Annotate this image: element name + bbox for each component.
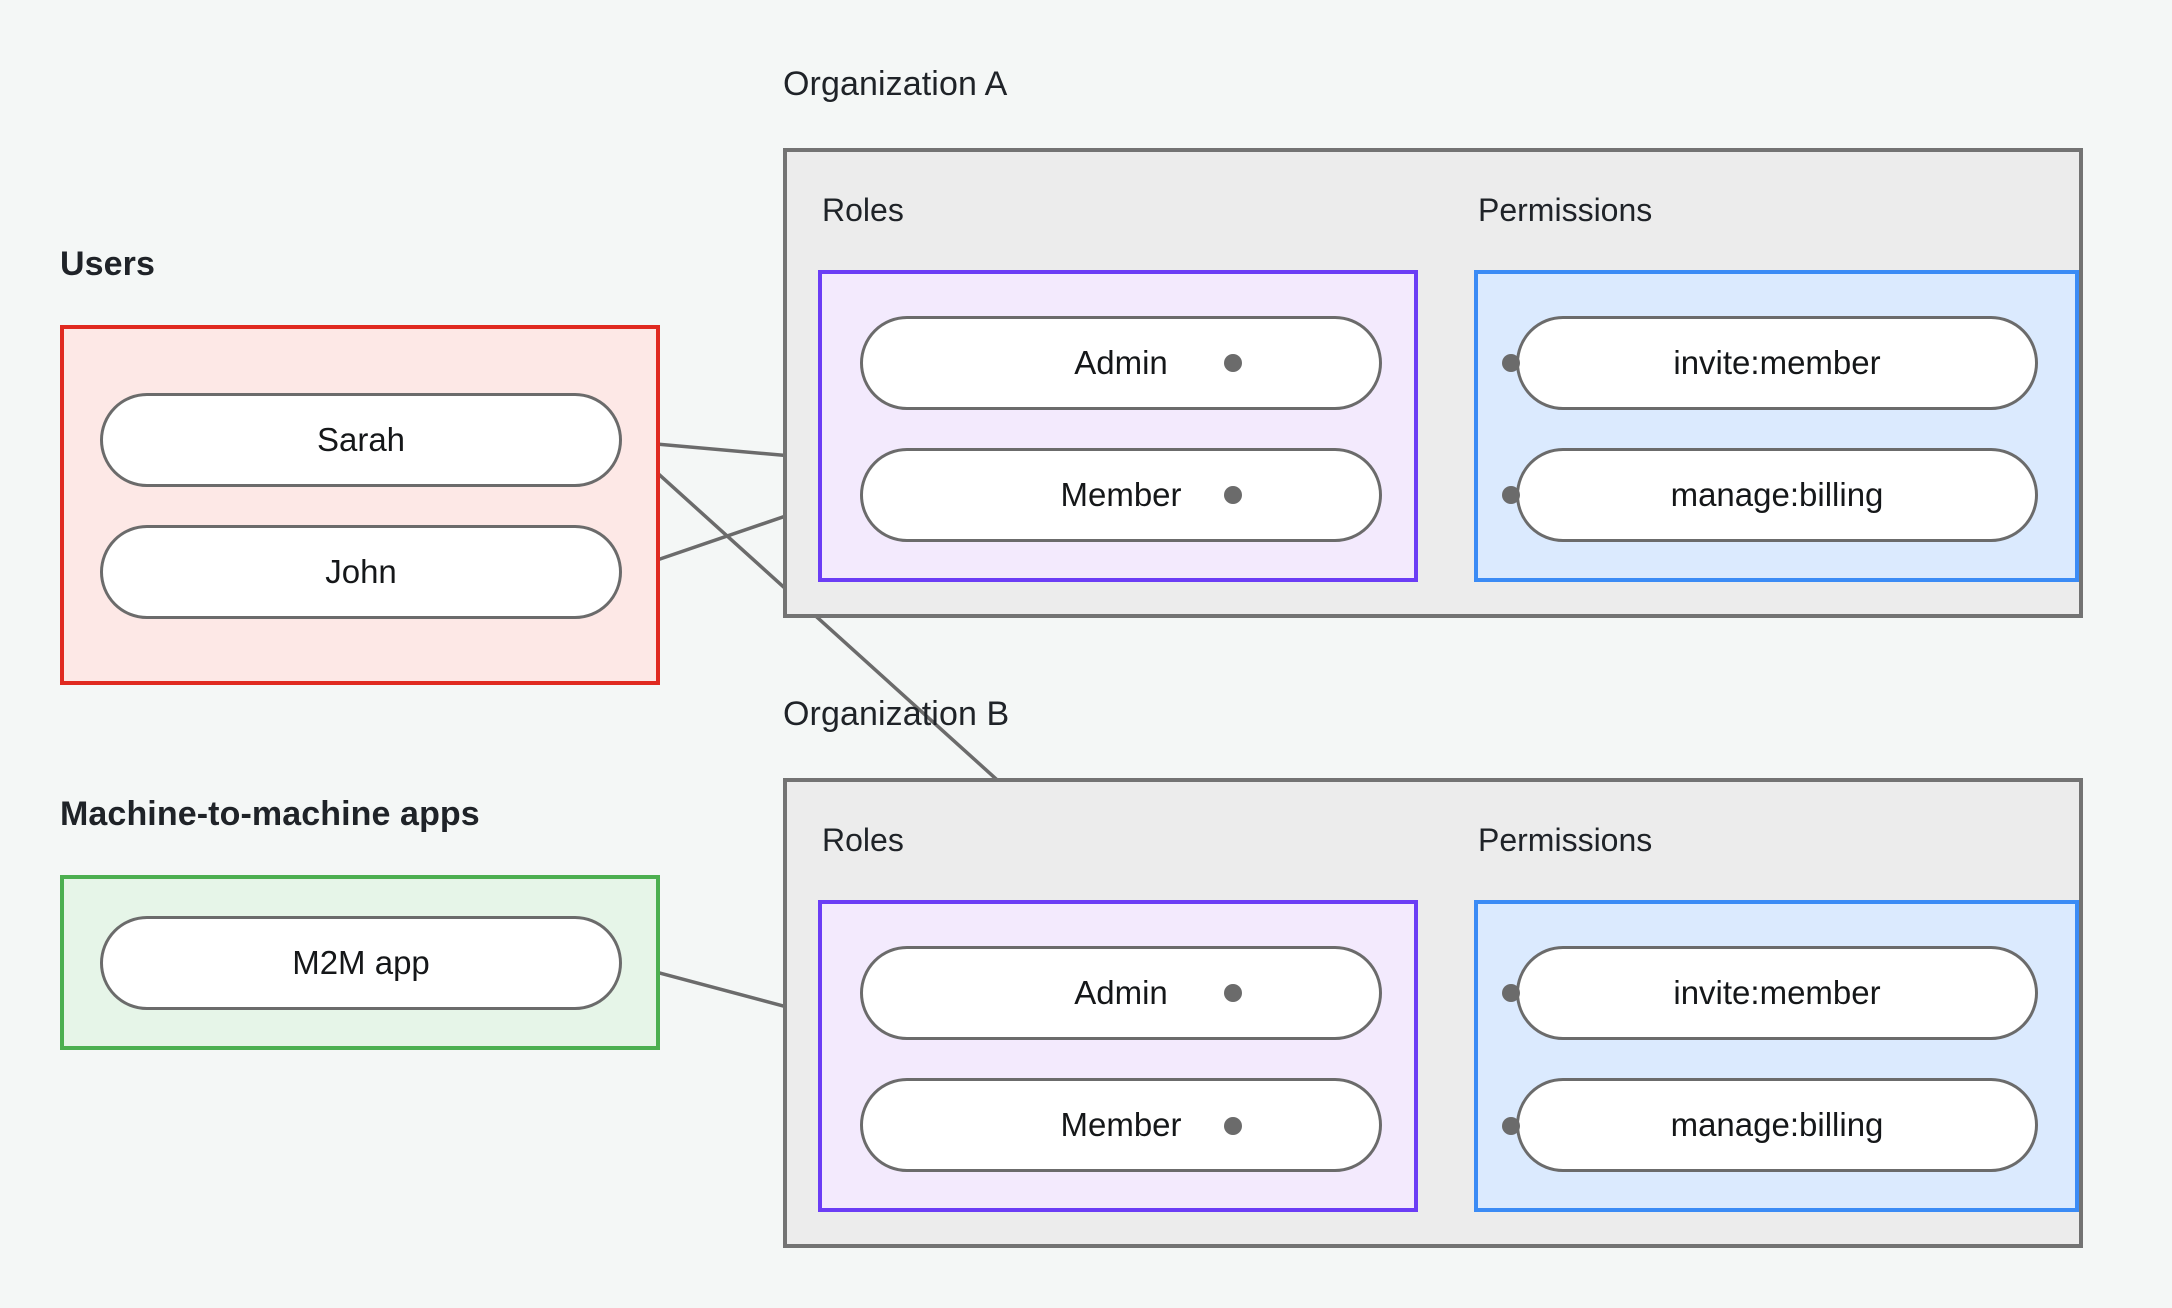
node-orgB-permission-invite-member[interactable]: invite:member: [1516, 946, 2038, 1040]
m2m-group-label: Machine-to-machine apps: [60, 795, 480, 833]
connector-dot-orgB-manage-billing-left: [1502, 1117, 1520, 1135]
organization-a-roles-label: Roles: [822, 192, 904, 228]
node-m2m-app[interactable]: M2M app: [100, 916, 622, 1010]
node-user-sarah[interactable]: Sarah: [100, 393, 622, 487]
node-orgB-role-member[interactable]: Member: [860, 1078, 1382, 1172]
organization-a-permissions-label: Permissions: [1478, 192, 1653, 228]
organization-b-label: Organization B: [783, 695, 1010, 733]
organization-a-label: Organization A: [783, 65, 1008, 103]
connector-dot-orgB-member-left: [1224, 1117, 1242, 1135]
organization-b-roles-label: Roles: [822, 822, 904, 858]
connector-dot-orgA-member-left: [1224, 486, 1242, 504]
connector-dot-orgB-invite-member-left: [1502, 984, 1520, 1002]
node-orgA-role-admin[interactable]: Admin: [860, 316, 1382, 410]
node-user-john[interactable]: John: [100, 525, 622, 619]
node-orgA-role-member[interactable]: Member: [860, 448, 1382, 542]
connector-dot-orgA-admin-left: [1224, 354, 1242, 372]
node-orgA-permission-manage-billing[interactable]: manage:billing: [1516, 448, 2038, 542]
users-group-label: Users: [60, 245, 156, 283]
node-orgB-permission-manage-billing[interactable]: manage:billing: [1516, 1078, 2038, 1172]
node-orgA-permission-invite-member[interactable]: invite:member: [1516, 316, 2038, 410]
users-group-box: [60, 325, 660, 685]
connector-dot-orgA-invite-member-left: [1502, 354, 1520, 372]
organization-b-permissions-label: Permissions: [1478, 822, 1653, 858]
connector-dot-orgB-admin-left: [1224, 984, 1242, 1002]
node-orgB-role-admin[interactable]: Admin: [860, 946, 1382, 1040]
connector-dot-orgA-manage-billing-left: [1502, 486, 1520, 504]
